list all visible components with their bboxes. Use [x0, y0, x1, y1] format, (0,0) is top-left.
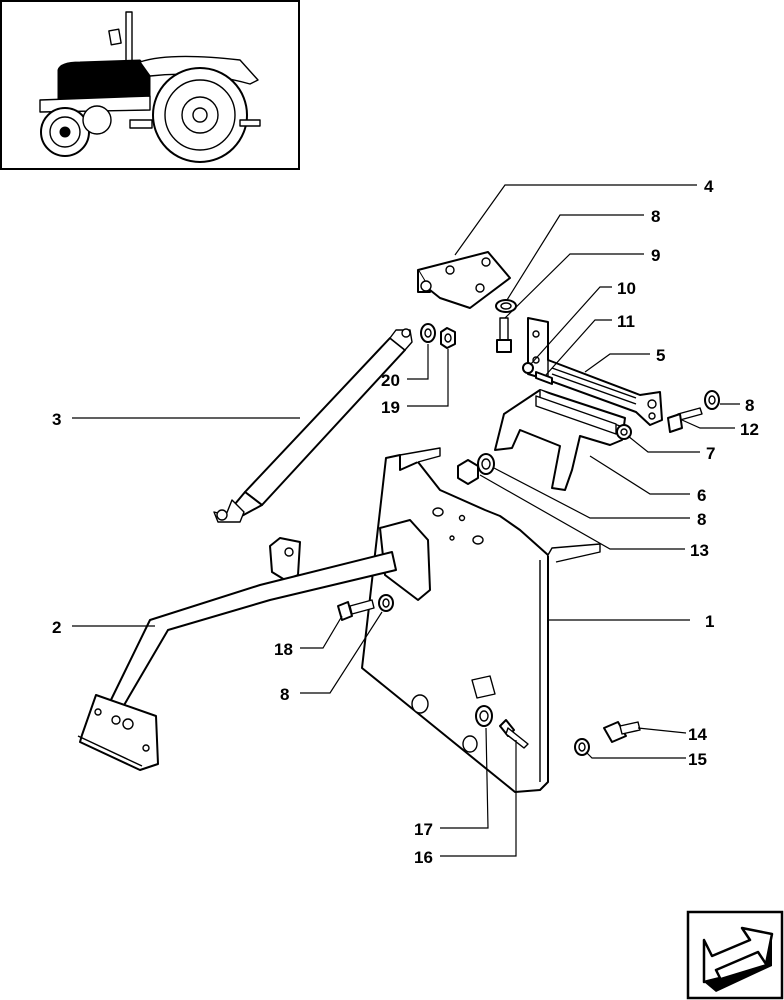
callout-8-left: 8: [280, 685, 289, 704]
callout-5: 5: [656, 346, 665, 365]
bolt-9: [496, 317, 512, 353]
next-page-button[interactable]: [686, 910, 784, 1000]
gas-spring: [213, 328, 413, 523]
callout-11: 11: [617, 312, 635, 331]
callout-15: 15: [688, 750, 707, 769]
callout-8-right: 8: [745, 396, 754, 415]
tractor-thumbnail-icon: [39, 11, 261, 163]
callout-7: 7: [706, 444, 715, 463]
leader-lines: [72, 184, 740, 857]
callout-8-mid: 8: [697, 510, 706, 529]
upper-bracket: [417, 251, 511, 309]
callout-2: 2: [52, 618, 61, 637]
callout-8-top: 8: [651, 207, 660, 226]
callout-9: 9: [651, 246, 660, 265]
callout-3: 3: [52, 410, 61, 429]
callout-10: 10: [617, 279, 636, 298]
callout-16: 16: [414, 848, 433, 867]
callout-17: 17: [414, 820, 433, 839]
callout-13: 13: [690, 541, 709, 560]
bolt-18: [337, 599, 375, 621]
bolt-16: [499, 719, 529, 749]
next-page-arrow-icon: [702, 926, 774, 992]
bolt-12: [667, 407, 703, 433]
pin-7: [535, 395, 632, 440]
pin-11: [535, 371, 553, 385]
callout-12: 12: [740, 420, 759, 439]
callout-1: 1: [705, 612, 714, 631]
callout-19: 19: [381, 398, 400, 417]
nut-10: [522, 362, 534, 374]
callout-14: 14: [688, 725, 707, 744]
tractor-thumbnail: [0, 0, 300, 170]
callout-6: 6: [697, 486, 706, 505]
bolt-14: [603, 721, 641, 743]
callout-4: 4: [704, 177, 714, 196]
callout-20: 20: [381, 371, 400, 390]
pedal-frame: [77, 519, 431, 771]
callout-labels: 4 8 9 10 11 5 8 12 7 6 8 13 1 3 2 20 19 …: [52, 177, 759, 867]
nut-13: [457, 459, 479, 485]
callout-18: 18: [274, 640, 293, 659]
